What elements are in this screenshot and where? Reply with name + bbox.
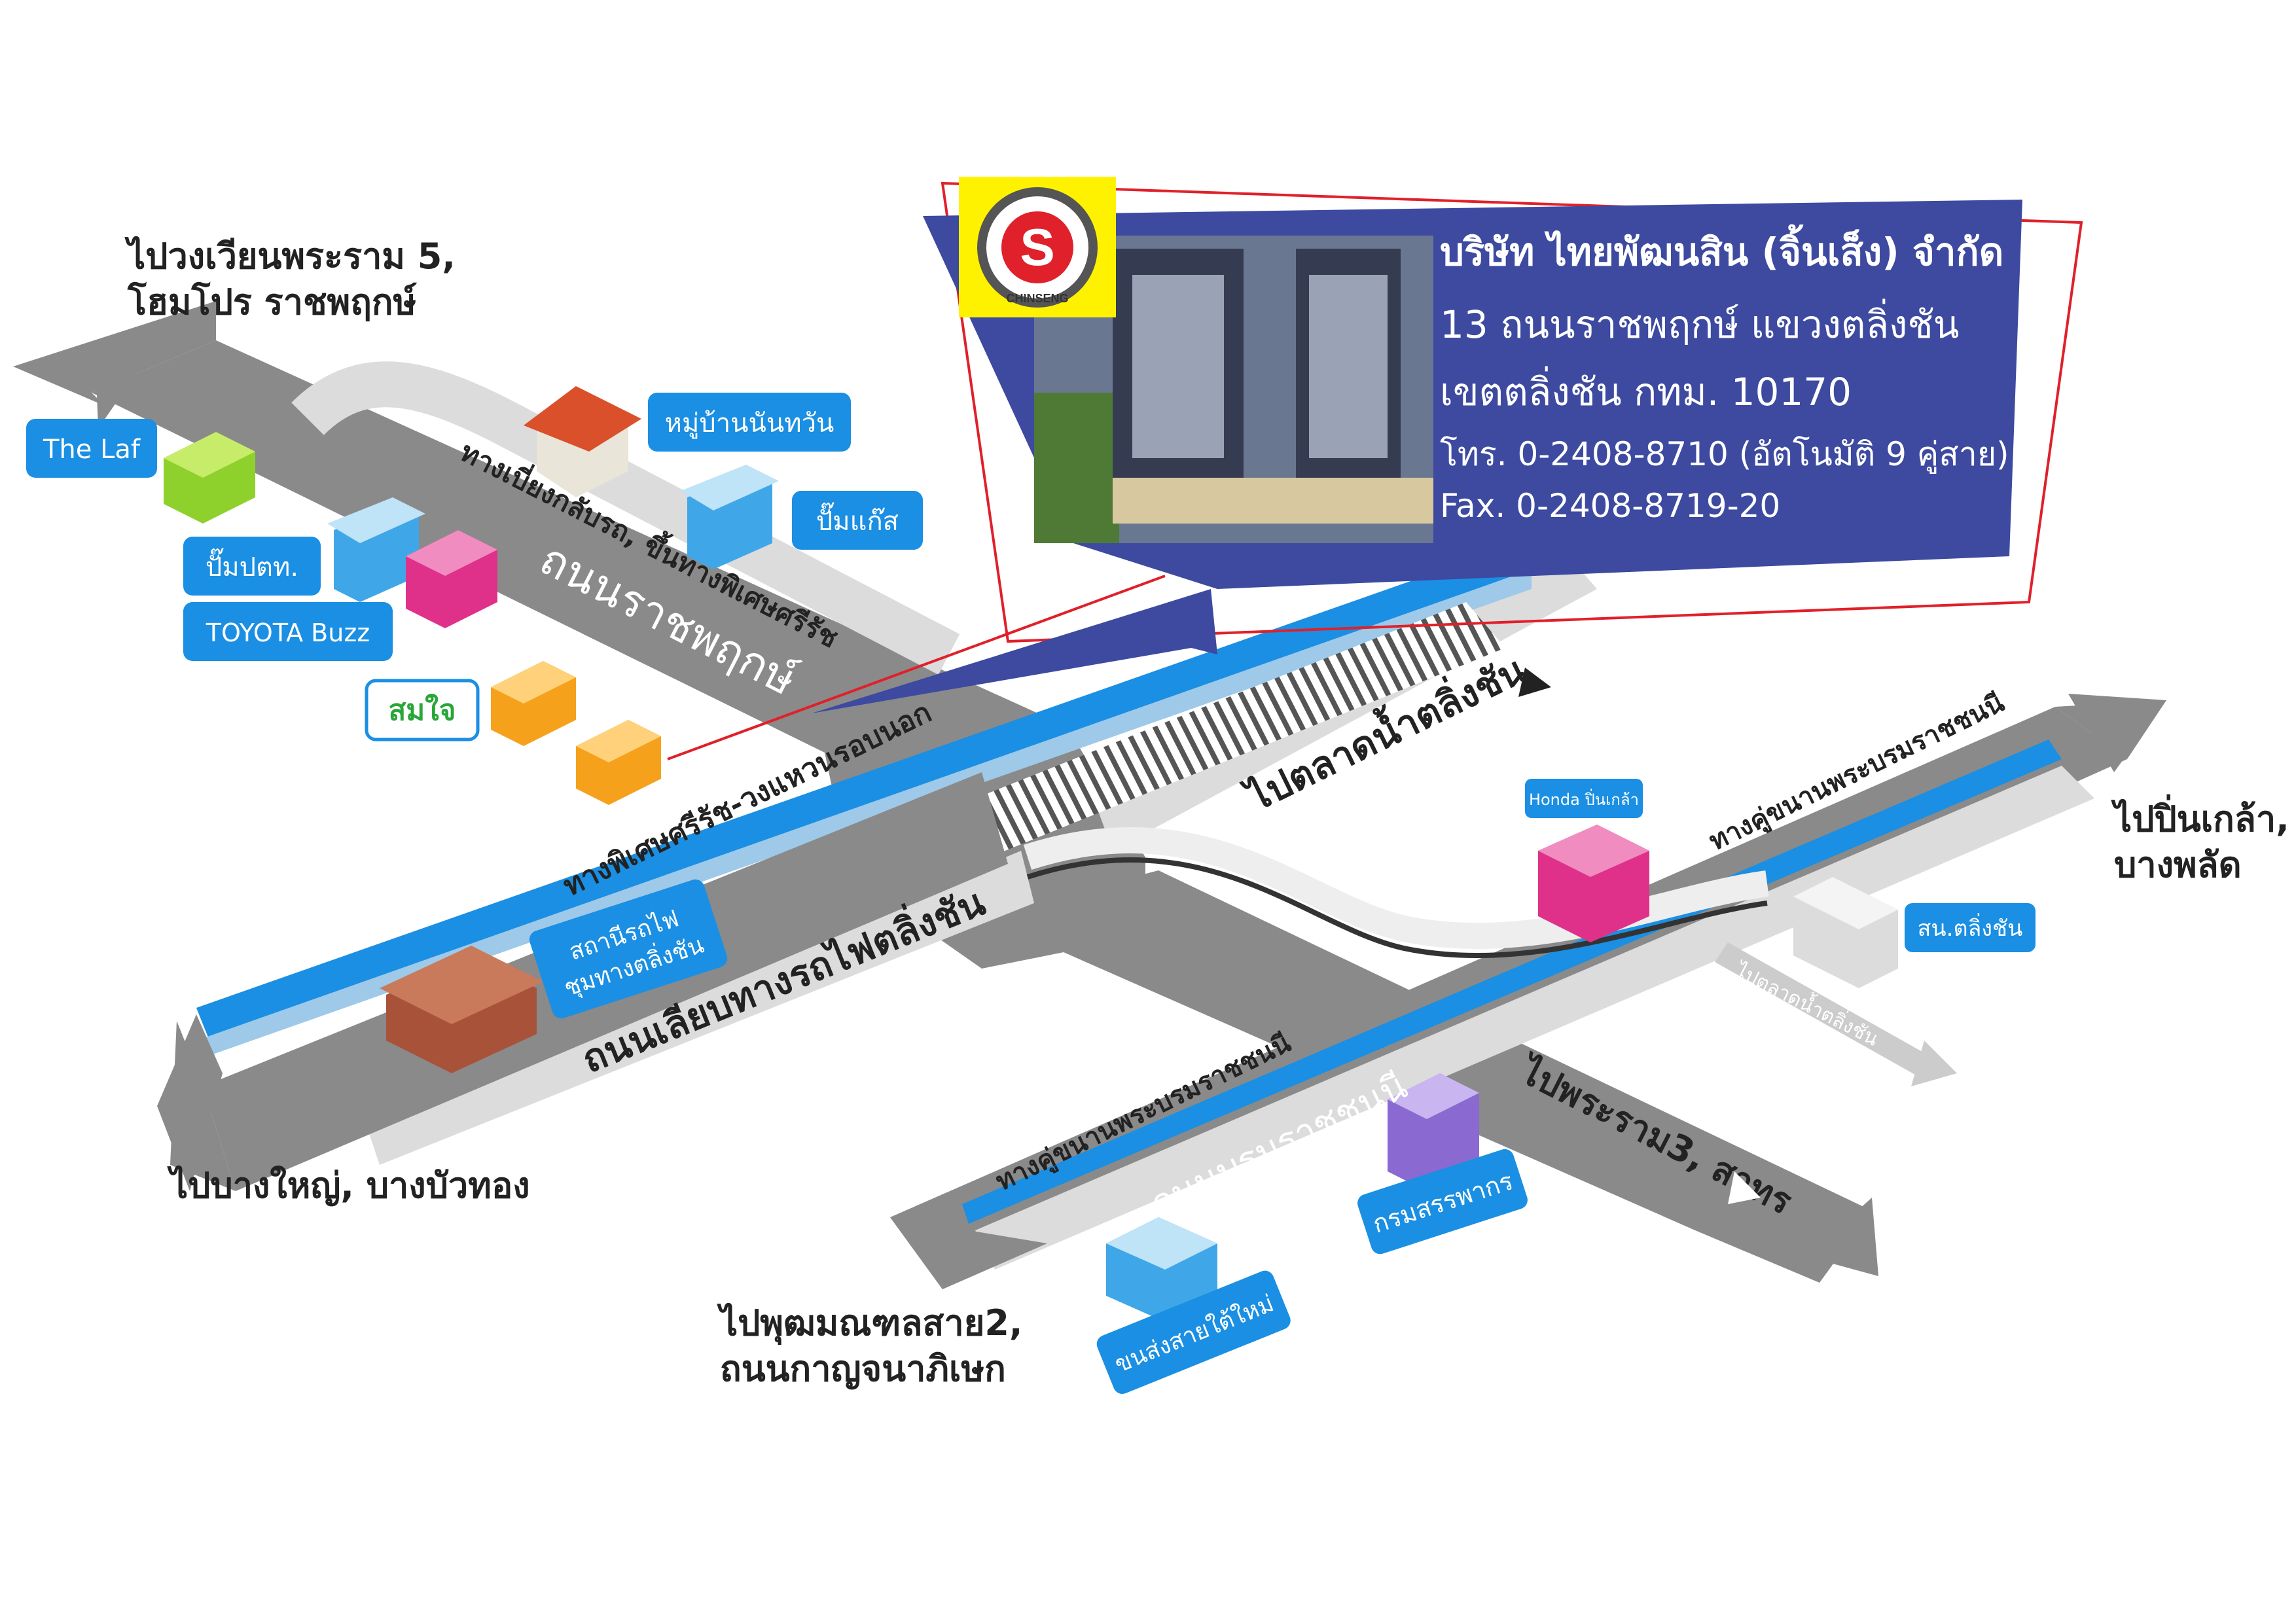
market-arrow-icon <box>1518 668 1551 697</box>
arrow-ne-head <box>2068 694 2166 772</box>
company-fax: Fax. 0-2408-8719-20 <box>1440 487 1781 525</box>
frontage-borom-blue <box>962 740 2062 1224</box>
arrow-market-small <box>1911 1041 1957 1086</box>
revenue-building-icon <box>1388 1073 1479 1191</box>
arrow-se <box>1806 1198 1878 1276</box>
arrow-s <box>890 1217 1047 1289</box>
company-address-line1: 13 ถนนราชพฤกษ์ แขวงตลิ่งชัน <box>1440 302 1960 347</box>
pill-the-laf: The Laf <box>26 419 157 478</box>
pill-somjai: สมใจ <box>365 679 480 741</box>
logo-text: CHINSENG <box>1006 292 1068 305</box>
company-logo: S CHINSENG <box>959 177 1116 317</box>
pointer-line <box>667 575 1166 760</box>
pill-ptt: ปั๊มปตท. <box>183 537 321 596</box>
road-curve-white <box>1023 827 1769 950</box>
card-pointer <box>812 589 1217 713</box>
dest-s-line1: ไปพุฒมณฑลสาย2, <box>717 1302 1022 1346</box>
road-curve <box>1026 857 1768 959</box>
rama3-arrow-icon <box>1728 1171 1761 1204</box>
toyota-buzz-building-icon <box>406 530 497 628</box>
chinseng-building-icon <box>576 720 661 805</box>
somjai-building-icon <box>491 661 576 746</box>
dest-sw: ไปบางใหญ่, บางบัวทอง <box>167 1165 530 1206</box>
arrow-nw-head <box>95 334 164 429</box>
road-uturn <box>291 361 960 675</box>
road-rail-parallel <box>367 851 1034 1165</box>
pill-village: หมู่บ้านนันทวัน <box>648 393 851 452</box>
logo-letter: S <box>1020 218 1054 276</box>
svg-text:หมู่บ้านนันทวัน: หมู่บ้านนันทวัน <box>665 408 834 438</box>
company-address-line2: เขตตลิ่งชัน กทม. 10170 <box>1440 370 1852 414</box>
svg-text:Honda ปิ่นเกล้า: Honda ปิ่นเกล้า <box>1529 789 1639 809</box>
pill-police: สน.ตลิ่งชัน <box>1905 903 2036 952</box>
expressway-srirat <box>196 543 1532 1041</box>
dest-nw-line2: โฮมโปร ราชพฤกษ์ <box>127 281 417 323</box>
honda-building-icon <box>1538 825 1649 942</box>
pill-gas: ปั๊มแก๊ส <box>792 491 923 550</box>
svg-text:The Laf: The Laf <box>43 435 141 465</box>
svg-text:ปั๊มแก๊ส: ปั๊มแก๊ส <box>816 502 899 537</box>
svg-text:TOYOTA Buzz: TOYOTA Buzz <box>206 618 370 647</box>
dest-e-line1: ไปปิ่นเกล้า, <box>2111 794 2289 840</box>
dest-nw-line1: ไปวงเวียนพระราม 5, <box>124 236 456 277</box>
arrow-sw-head <box>157 1014 223 1191</box>
building-photo <box>1034 236 1433 543</box>
svg-text:สน.ตลิ่งชัน: สน.ตลิ่งชัน <box>1918 913 2023 942</box>
ptt-station-icon <box>327 497 425 602</box>
svg-text:สมใจ: สมใจ <box>388 693 456 727</box>
dest-s-line2: ถนนกาญจนาภิเษก <box>720 1348 1006 1389</box>
pill-honda: Honda ปิ่นเกล้า <box>1525 779 1643 818</box>
house-icon <box>524 386 641 497</box>
svg-text:ปั๊มปตท.: ปั๊มปตท. <box>206 548 298 582</box>
train-station-icon <box>380 946 543 1073</box>
police-station-icon <box>1793 877 1898 988</box>
gas-station-icon <box>681 465 779 569</box>
company-info-card: บริษัท ไทยพัฒนสิน (จิ้นเส็ง) จำกัด 13 ถน… <box>1440 196 2009 550</box>
company-name: บริษัท ไทยพัฒนสิน (จิ้นเส็ง) จำกัด <box>1440 230 2004 274</box>
pill-toyota: TOYOTA Buzz <box>183 602 393 661</box>
road-market-small <box>1715 942 1937 1080</box>
company-tel: โทร. 0-2408-8710 (อัตโนมัติ 9 คู่สาย) <box>1440 435 2009 473</box>
bus-terminal-icon <box>1106 1217 1217 1322</box>
dest-e-line2: บางพลัด <box>2114 844 2242 885</box>
the-laf-building-icon <box>164 432 255 524</box>
